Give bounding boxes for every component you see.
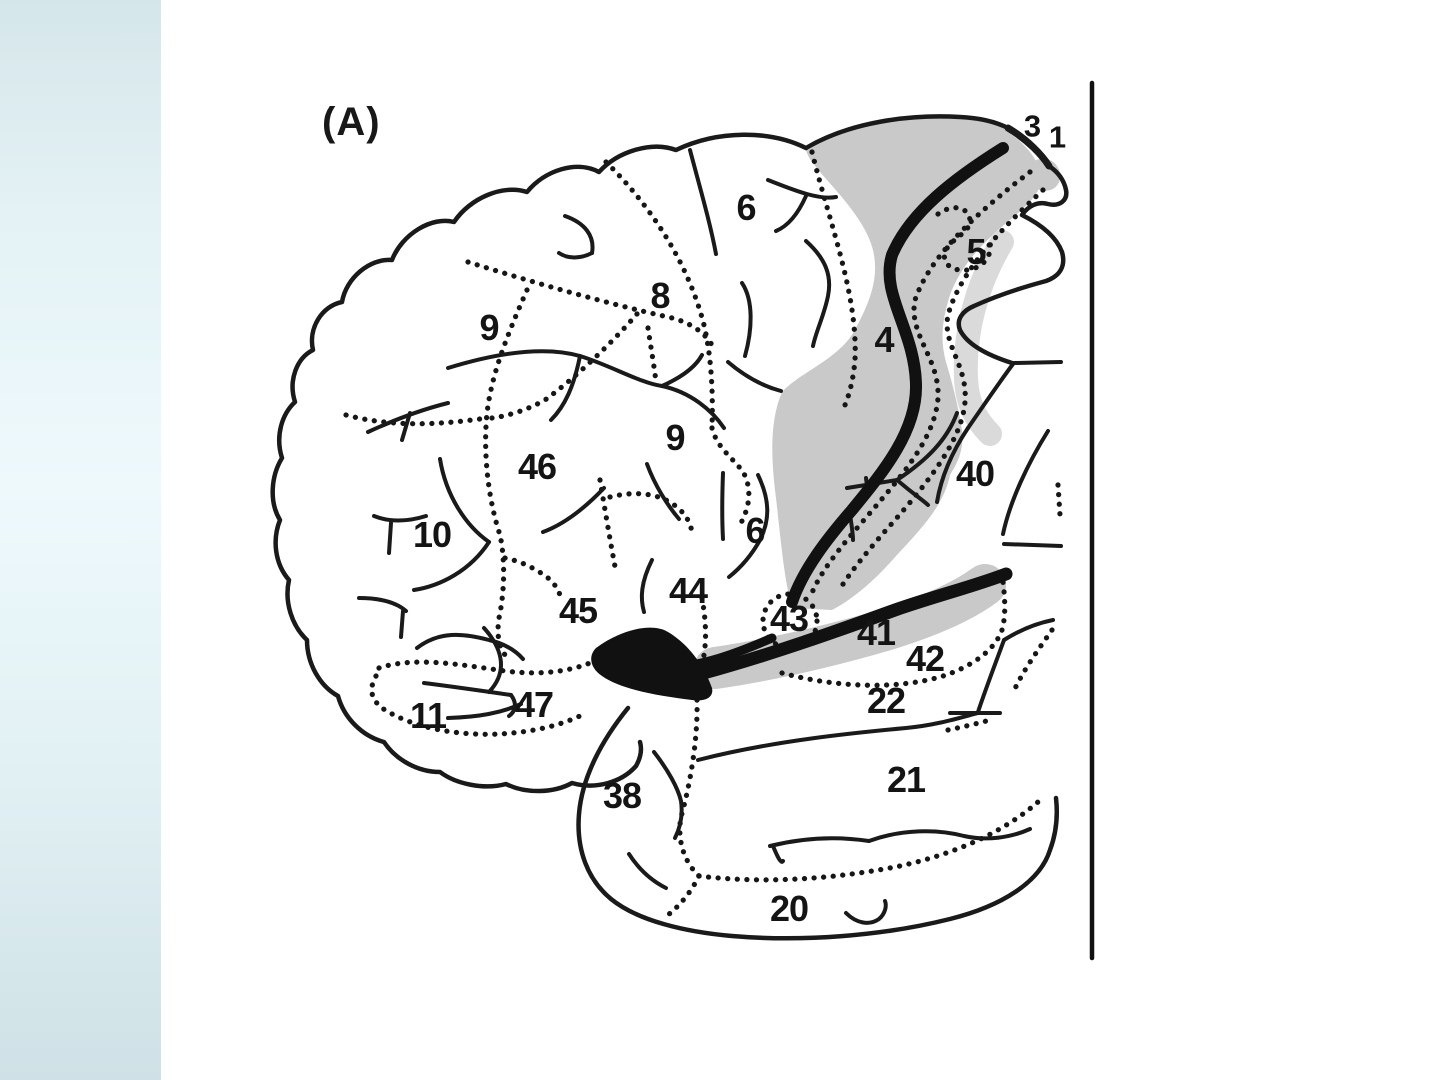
sulci-lines [357, 148, 1063, 925]
panel-label: (A) [322, 100, 381, 144]
slide-edge-gradient [0, 0, 161, 1080]
central-sulcus [786, 142, 1009, 608]
gray-shading [694, 116, 1061, 689]
sylvian-fissure [591, 567, 1013, 701]
brain-outline [270, 114, 1069, 941]
dotted-borders [343, 149, 1063, 918]
